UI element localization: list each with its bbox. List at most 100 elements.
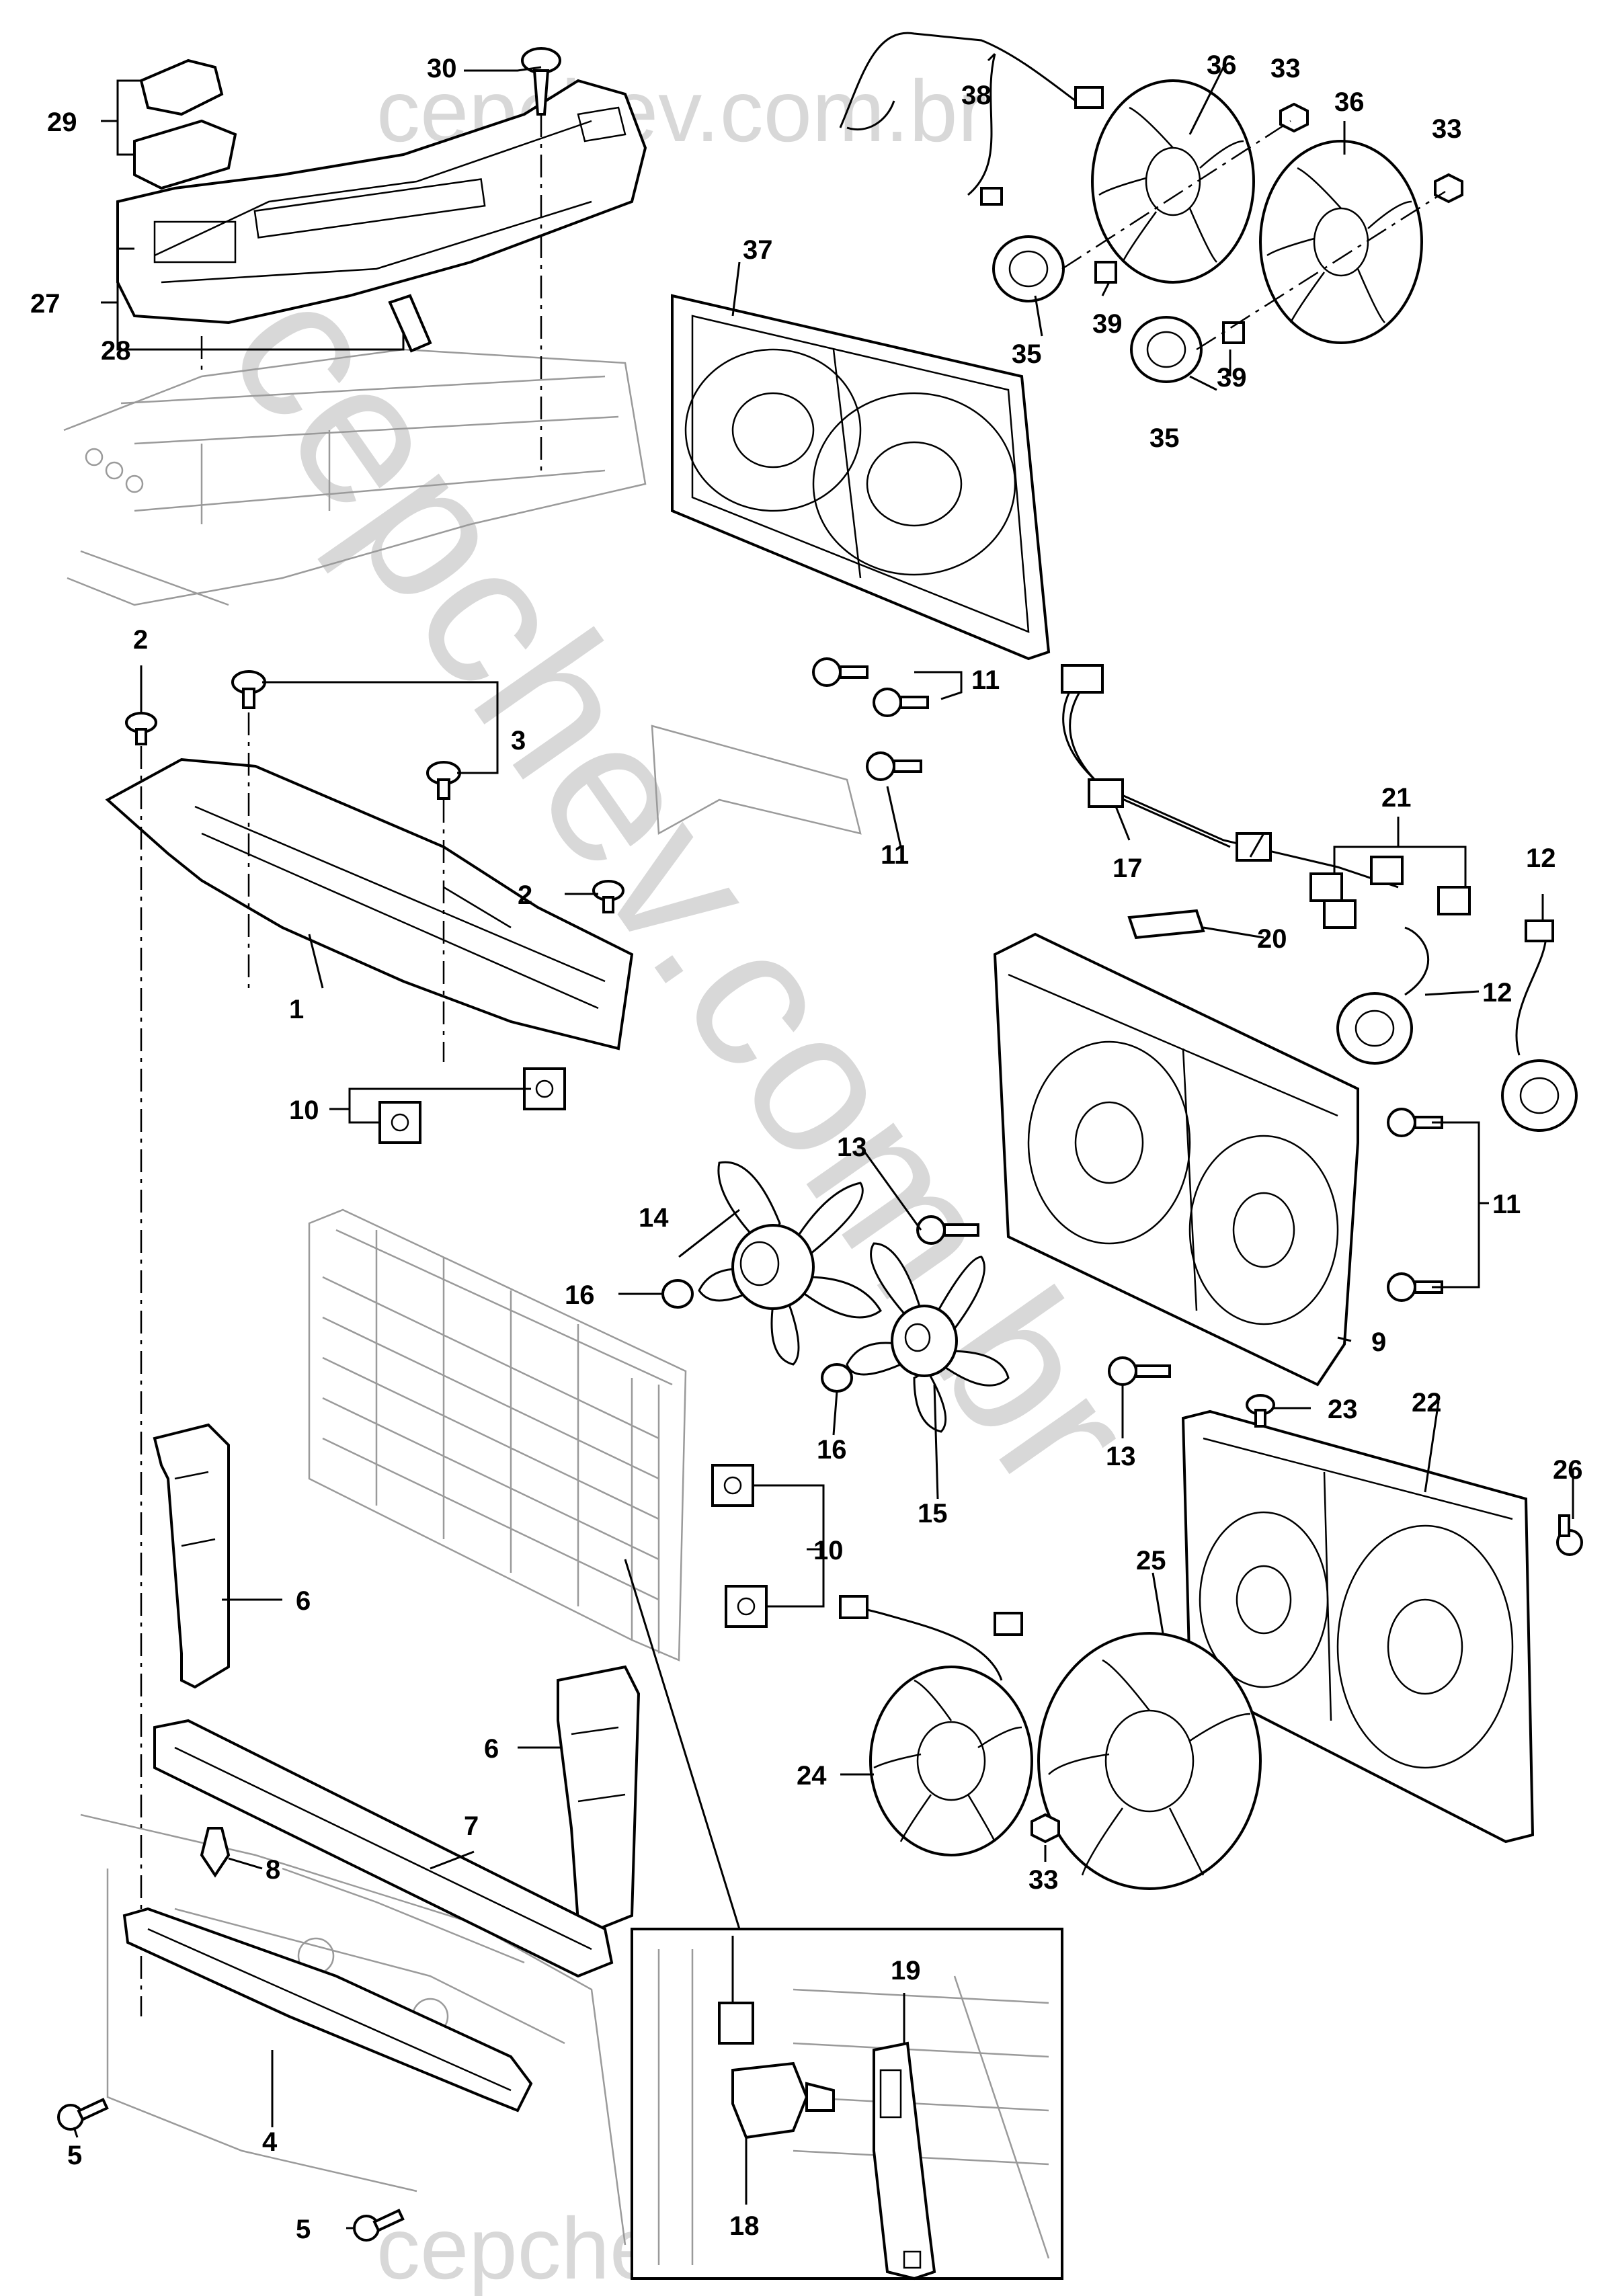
callout-7: 7 (464, 1811, 479, 1841)
callout-9: 9 (1371, 1327, 1386, 1357)
callout-11-top: 11 (971, 665, 1000, 695)
bolt-11-a (812, 657, 868, 687)
callout-11-mid: 11 (881, 840, 909, 870)
fan-blade-36-left (1091, 79, 1255, 284)
callout-22: 22 (1412, 1388, 1442, 1418)
callout-6-lower: 6 (484, 1734, 499, 1764)
clip-3-lower (426, 761, 461, 800)
nut-33-lower (1031, 1813, 1060, 1844)
callout-33-top-left: 33 (1270, 54, 1301, 83)
air-deflector-1 (105, 757, 634, 1051)
fan-24 (839, 1595, 1033, 1856)
bolt-11-c (866, 751, 922, 781)
callout-14: 14 (639, 1203, 669, 1233)
callout-38: 38 (961, 81, 992, 110)
callout-28: 28 (101, 336, 131, 366)
push-pin-2-right (592, 880, 624, 913)
connector-21-c (1323, 899, 1357, 929)
callout-labels: 29 30 27 28 38 36 33 36 33 37 39 35 39 3… (30, 50, 1583, 2244)
callout-33-top-right: 33 (1432, 114, 1462, 144)
lower-deflector-7 (153, 1719, 614, 1978)
label-20 (1127, 909, 1205, 940)
callout-20: 20 (1257, 924, 1287, 954)
callout-30: 30 (427, 54, 457, 83)
screw-39-upper (1094, 261, 1117, 284)
callout-11-right: 11 (1492, 1190, 1521, 1219)
fan-14 (698, 1161, 882, 1366)
bolt-5-left (57, 2098, 109, 2131)
callout-39-lower: 39 (1217, 363, 1247, 393)
wiring-harness-38 (839, 32, 1104, 206)
callout-26: 26 (1553, 1455, 1583, 1485)
callout-8: 8 (266, 1855, 280, 1885)
callout-5-bottom: 5 (296, 2215, 311, 2244)
bolt-11-b (873, 688, 929, 717)
leader-lines (73, 52, 1574, 2229)
fan-25 (1037, 1632, 1262, 1890)
callout-33-lower: 33 (1028, 1865, 1059, 1895)
bracket-19 (873, 2041, 936, 2281)
callout-18: 18 (729, 2211, 760, 2241)
callout-2-top: 2 (133, 625, 148, 655)
clip-3-upper (231, 670, 266, 709)
push-pin-2-left (125, 712, 157, 745)
pads-29 (133, 58, 237, 190)
callout-25: 25 (1136, 1546, 1166, 1575)
fan-motor-35-upper (992, 235, 1065, 302)
connector-21-b (1370, 856, 1404, 885)
callout-37: 37 (743, 235, 773, 265)
upper-air-deflector-27 (116, 79, 647, 325)
fan-blade-36-right (1259, 140, 1423, 344)
lower-brace-4 (122, 1907, 533, 2113)
callout-10-lower: 10 (813, 1536, 844, 1565)
callout-39-upper: 39 (1092, 309, 1123, 339)
callout-35-upper: 35 (1012, 339, 1042, 369)
callout-36-right: 36 (1334, 87, 1365, 117)
nut-16-lower (821, 1363, 853, 1393)
callout-5-left: 5 (67, 2141, 82, 2170)
callout-27: 27 (30, 289, 60, 319)
push-pin-30 (521, 47, 561, 116)
callout-13-lower: 13 (1106, 1442, 1136, 1471)
bolt-11-e (1387, 1272, 1443, 1302)
bolt-26 (1556, 1514, 1583, 1556)
rubber-bracket-10-d (725, 1585, 768, 1628)
callout-15: 15 (918, 1499, 948, 1528)
callout-35-lower: 35 (1149, 423, 1180, 453)
fan-motor-12-upper (1336, 926, 1429, 1065)
radiator-ghost (308, 1208, 687, 1662)
connector-21-a (1309, 872, 1343, 902)
clip-8 (200, 1827, 231, 1878)
sensor-18 (731, 2061, 835, 2139)
side-deflector-6-left (153, 1423, 230, 1689)
fan-motor-35-lower (1130, 316, 1203, 383)
callout-3: 3 (511, 726, 526, 755)
callout-10-upper: 10 (289, 1096, 319, 1125)
push-pin-23 (1246, 1394, 1275, 1428)
connector-21-d (1437, 886, 1471, 915)
callout-2-mid: 2 (518, 880, 532, 910)
nut-33-upper-left (1279, 102, 1309, 133)
callout-29: 29 (47, 108, 77, 137)
callout-19: 19 (891, 1956, 921, 1985)
wiring-harness-17 (1061, 664, 1399, 889)
fan-motor-12-lower (1501, 919, 1578, 1132)
bolt-5-right (353, 2209, 405, 2242)
callout-12-mid: 12 (1482, 978, 1512, 1008)
callout-36-left: 36 (1207, 50, 1237, 80)
detail-inset (631, 1928, 1063, 2280)
nut-16-upper (661, 1279, 694, 1309)
callout-17: 17 (1113, 854, 1143, 883)
fan-shroud-37 (671, 294, 1051, 661)
rubber-bracket-10-c (711, 1464, 754, 1507)
fan-shroud-9 (993, 932, 1359, 1387)
callout-6-upper: 6 (296, 1586, 311, 1616)
callout-1: 1 (289, 995, 304, 1024)
callout-12-top: 12 (1526, 844, 1556, 873)
screw-13-upper (916, 1215, 979, 1245)
callout-16-lower: 16 (817, 1435, 847, 1465)
callout-23: 23 (1328, 1395, 1358, 1424)
callout-4: 4 (262, 2127, 278, 2157)
callout-24: 24 (797, 1761, 827, 1791)
